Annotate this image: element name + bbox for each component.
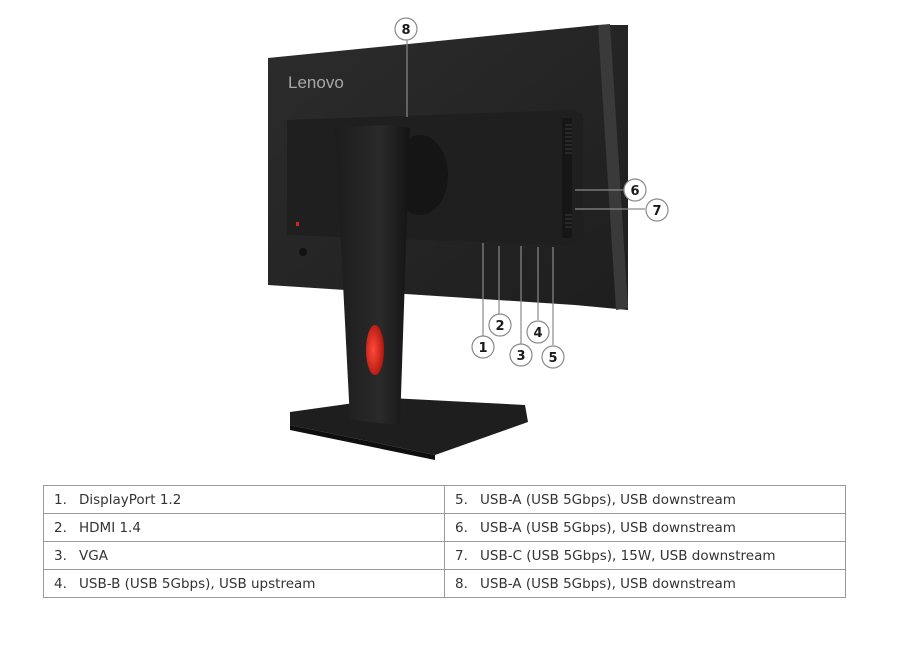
port-cell: 6.USB-A (USB 5Gbps), USB downstream bbox=[444, 513, 846, 542]
svg-text:4: 4 bbox=[533, 326, 542, 341]
monitor-rear-illustration: Lenovo bbox=[268, 17, 669, 460]
svg-text:2: 2 bbox=[495, 319, 504, 334]
port-cell: 4.USB-B (USB 5Gbps), USB upstream bbox=[43, 569, 445, 598]
svg-text:1: 1 bbox=[478, 341, 487, 356]
svg-text:7: 7 bbox=[652, 204, 661, 219]
callout-2: 2 bbox=[488, 313, 512, 337]
port-cell: 8.USB-A (USB 5Gbps), USB downstream bbox=[444, 569, 846, 598]
svg-text:3: 3 bbox=[516, 349, 525, 364]
lenovo-logo: Lenovo bbox=[288, 73, 344, 92]
callout-3: 3 bbox=[509, 343, 533, 367]
joystick-icon bbox=[299, 248, 307, 256]
callout-4: 4 bbox=[526, 320, 550, 344]
table-row: 4.USB-B (USB 5Gbps), USB upstream 8.USB-… bbox=[43, 569, 846, 598]
callout-7: 7 bbox=[645, 198, 669, 222]
table-row: 1.DisplayPort 1.2 5.USB-A (USB 5Gbps), U… bbox=[43, 485, 846, 514]
port-cell: 5.USB-A (USB 5Gbps), USB downstream bbox=[444, 485, 846, 514]
stand-base bbox=[290, 398, 528, 460]
callout-8: 8 bbox=[394, 17, 418, 41]
vent-grille bbox=[565, 124, 572, 228]
stand-neck bbox=[335, 125, 410, 425]
cable-management-hole bbox=[366, 325, 384, 375]
table-row: 3.VGA 7.USB-C (USB 5Gbps), 15W, USB down… bbox=[43, 541, 846, 570]
callout-leaders bbox=[406, 40, 645, 345]
svg-text:5: 5 bbox=[548, 351, 557, 366]
callout-5: 5 bbox=[541, 345, 565, 369]
port-cell: 1.DisplayPort 1.2 bbox=[43, 485, 445, 514]
port-cell: 7.USB-C (USB 5Gbps), 15W, USB downstream bbox=[444, 541, 846, 570]
power-led-icon bbox=[296, 222, 299, 226]
svg-text:8: 8 bbox=[401, 23, 410, 38]
svg-text:6: 6 bbox=[630, 184, 639, 199]
port-cell: 2.HDMI 1.4 bbox=[43, 513, 445, 542]
callout-1: 1 bbox=[471, 335, 495, 359]
port-legend-table: 1.DisplayPort 1.2 5.USB-A (USB 5Gbps), U… bbox=[43, 485, 846, 598]
port-cell: 3.VGA bbox=[43, 541, 445, 570]
table-row: 2.HDMI 1.4 6.USB-A (USB 5Gbps), USB down… bbox=[43, 513, 846, 542]
callout-6: 6 bbox=[623, 178, 647, 202]
